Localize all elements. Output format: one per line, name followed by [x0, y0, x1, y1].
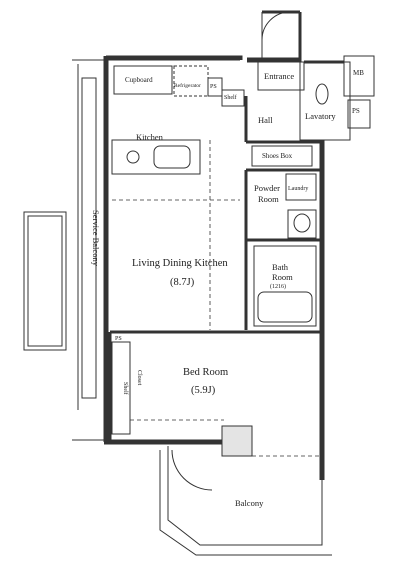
shoes-box	[251, 145, 313, 167]
refrigerator-label: Refrigerator	[174, 83, 201, 89]
kitchen-ps-label: PS	[210, 84, 217, 90]
balcony-label: Balcony	[235, 498, 264, 508]
kitchen-cabinets	[111, 65, 245, 175]
kitchen-shelf-label: Shelf	[224, 95, 237, 101]
cupboard-label: Cupboard	[125, 76, 153, 84]
powder-room-label-1: Powder	[254, 183, 280, 193]
outer-walls	[103, 55, 325, 480]
bed-shelf-label: Shelf	[122, 382, 128, 395]
column	[221, 425, 253, 457]
ldk-dashed-lines	[112, 140, 240, 330]
ldk-size-label: (8.7J)	[170, 277, 195, 288]
shoes-box-label: Shoes Box	[262, 152, 293, 160]
bath-room-label-1: Bath	[272, 262, 289, 272]
kitchen-label: Kitchen	[136, 132, 163, 142]
closet-label: Closet	[136, 370, 142, 386]
powder-room-label-2: Room	[258, 194, 279, 204]
interior-walls	[108, 96, 322, 442]
service-balcony-label: Service Balcony	[91, 210, 101, 266]
bed-room-label: Bed Room	[183, 367, 229, 378]
bed-ps-label: PS	[115, 336, 122, 342]
lavatory-label: Lavatory	[305, 111, 336, 121]
lavatory-ps-label: PS	[352, 107, 360, 115]
entrance-label: Entrance	[264, 71, 295, 81]
bath-room-label-2: Room	[272, 272, 293, 282]
laundry-label: Laundry	[288, 186, 309, 192]
bathtub	[253, 245, 317, 327]
powder-room-fixtures	[285, 173, 317, 239]
closet	[111, 341, 224, 435]
bath-size-label: (1216)	[270, 284, 286, 290]
balcony-outline	[159, 446, 332, 556]
bed-size-label: (5.9J)	[191, 385, 216, 396]
hall-label: Hall	[258, 115, 273, 125]
ldk-label: Living Dining Kitchen	[132, 258, 228, 269]
mb-label: MB	[353, 69, 364, 77]
entrance-walls	[257, 10, 375, 141]
